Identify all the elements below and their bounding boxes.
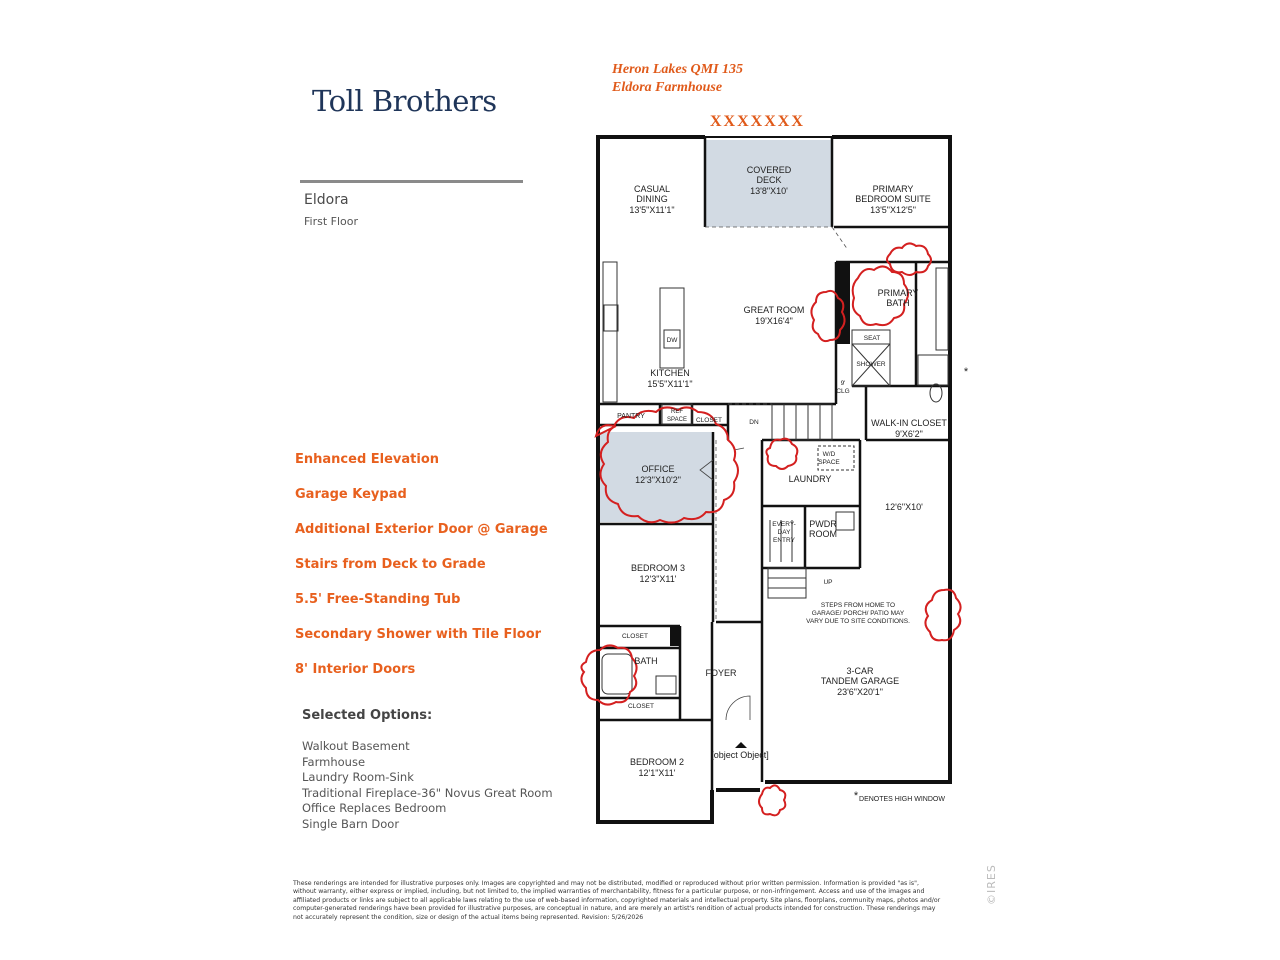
selected-option-item: Single Barn Door — [302, 817, 400, 831]
garage-door-markup-cloud — [924, 588, 962, 642]
enhancement-item: Enhanced Elevation — [295, 452, 440, 467]
selected-option-item: Office Replaces Bedroom — [302, 801, 447, 815]
fixtures — [601, 261, 949, 695]
pantry-label: PANTRY — [617, 413, 645, 420]
bedroom-3-label: BEDROOM 3 — [631, 563, 685, 573]
selected-option-item: Laundry Room-Sink — [302, 770, 414, 784]
fireplace-markup-cloud — [810, 289, 846, 343]
garage-label: TANDEM GARAGE — [821, 676, 899, 686]
ref-space-label: REF — [671, 409, 683, 415]
steps-note: GARAGE/ PORCH/ PATIO MAY — [812, 610, 905, 617]
seat-label: SEAT — [864, 335, 881, 342]
selected-option-item: Traditional Fireplace-36" Novus Great Ro… — [302, 786, 553, 800]
closet-label: CLOSET — [622, 633, 648, 640]
primary-suite-label: PRIMARY — [873, 184, 914, 194]
ref-space-label: SPACE — [667, 417, 687, 423]
bath-markup-cloud — [851, 265, 909, 327]
great-room-label: GREAT ROOM — [744, 305, 805, 315]
stairs-down-label: DN — [749, 419, 759, 426]
office-markup-cloud — [594, 406, 739, 524]
laundry-label: LAUNDRY — [789, 474, 832, 484]
garage-bay-dim: 12'6"X10' — [885, 502, 923, 512]
covered-deck-fill — [705, 140, 832, 227]
foyer-label: FOYER — [705, 668, 737, 678]
everyday-entry-label: ENTRY — [773, 537, 796, 544]
garage-dim: 23'6"X20'1" — [837, 687, 883, 697]
enhancement-item: Secondary Shower with Tile Floor — [295, 627, 542, 642]
wd-space-label: W/D — [823, 451, 836, 458]
header-divider — [300, 180, 523, 183]
primary-bath-label: BATH — [886, 298, 909, 308]
enhancement-item: Additional Exterior Door @ Garage — [295, 522, 548, 537]
wd-space-label: SPACE — [818, 459, 840, 466]
markup-clouds — [580, 242, 962, 817]
tub-markup-cloud — [580, 644, 638, 706]
enhancement-item: 8' Interior Doors — [295, 662, 416, 677]
selected-option-item: Farmhouse — [302, 755, 366, 769]
dashed-lines — [705, 226, 849, 622]
office-dim: 12'3"X10'2" — [635, 475, 681, 485]
closet-label: CLOSET — [696, 417, 722, 424]
shower-label: SHOWER — [856, 361, 886, 368]
bath-label: BATH — [634, 656, 657, 666]
enhancement-item: Garage Keypad — [295, 487, 407, 502]
casual-dining-dim: 13'5"X11'1" — [629, 205, 674, 215]
enhancement-item: Stairs from Deck to Grade — [295, 557, 486, 572]
stairs — [771, 403, 833, 441]
covered-deck-dim: 13'8"X10' — [750, 186, 788, 196]
office-label: OFFICE — [642, 464, 675, 474]
bedroom-2-dim: 12'1"X11' — [639, 768, 676, 778]
interior-walls — [598, 137, 950, 790]
steps-note: VARY DUE TO SITE CONDITIONS. — [806, 618, 910, 625]
floor-label: First Floor — [304, 215, 359, 228]
porch-entry-arrow — [735, 742, 747, 748]
dishwasher-label: DW — [667, 337, 679, 344]
exterior-door-markup-cloud — [758, 784, 787, 817]
model-name: Eldora — [304, 192, 349, 208]
everyday-entry-label: EVERY- — [772, 521, 796, 528]
primary-bath-label: PRIMARY — [878, 288, 919, 298]
ires-watermark: ©IRES — [985, 864, 998, 905]
casual-dining-label: CASUAL — [634, 184, 670, 194]
walk-in-closet-dim: 9'X6'2" — [895, 429, 923, 439]
walk-in-closet-label: WALK-IN CLOSET — [871, 418, 947, 428]
legal-disclaimer: These renderings are intended for illust… — [293, 880, 941, 921]
wall-column — [670, 626, 680, 646]
powder-room-label: PWDR — [809, 519, 837, 529]
room-labels: COVERED DECK 13'8"X10' CASUAL DINING 13'… — [617, 165, 969, 803]
everyday-entry-label: DAY — [778, 529, 792, 536]
great-room-dim: 19'X16'4" — [755, 316, 793, 326]
ceiling-label: 9' — [841, 380, 846, 387]
annotation-marks: XXXXXXX — [710, 113, 805, 130]
kitchen-label: KITCHEN — [650, 368, 690, 378]
bedroom-3-dim: 12'3"X11' — [640, 574, 677, 584]
porch-label: [object Object] — [711, 750, 769, 760]
closet-label: CLOSET — [628, 703, 654, 710]
window-markup-cloud — [886, 242, 932, 276]
primary-suite-dim: 13'5"X12'5" — [870, 205, 916, 215]
annotation-community: Heron Lakes QMI 135 — [612, 62, 744, 77]
high-window-legend: DENOTES HIGH WINDOW — [859, 796, 945, 803]
kitchen-dim: 15'5"X11'1" — [647, 379, 692, 389]
exterior-walls — [596, 135, 952, 824]
covered-deck-label: COVERED — [747, 165, 792, 175]
legend-asterisk: * — [854, 790, 859, 802]
primary-suite-label: BEDROOM SUITE — [855, 194, 931, 204]
stairs-up-label: UP — [823, 579, 832, 586]
powder-room-label: ROOM — [809, 529, 837, 539]
steps-note: STEPS FROM HOME TO — [821, 602, 895, 609]
toll-brothers-logo: Toll Brothers — [312, 84, 497, 118]
high-window-asterisk: * — [964, 366, 969, 378]
garage-label: 3-CAR — [846, 666, 874, 676]
bedroom-2-label: BEDROOM 2 — [630, 757, 684, 767]
selected-option-item: Walkout Basement — [302, 739, 410, 753]
ceiling-label: CLG — [836, 388, 849, 395]
covered-deck-label: DECK — [756, 175, 781, 185]
casual-dining-label: DINING — [636, 194, 668, 204]
enhancement-item: 5.5' Free-Standing Tub — [295, 592, 461, 607]
selected-options-title: Selected Options: — [302, 708, 433, 723]
laundry-markup-cloud — [765, 437, 799, 470]
annotation-plan: Eldora Farmhouse — [612, 80, 723, 95]
